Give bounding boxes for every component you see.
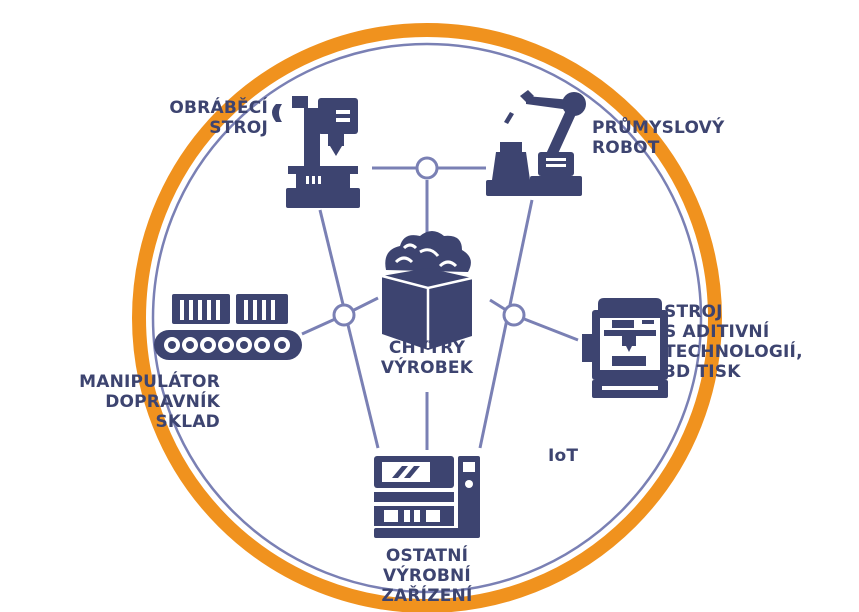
other-equipment-label: OSTATNÍ VÝROBNÍ ZAŘÍZENÍ [357,546,497,606]
printer-label-line-3: TECHNOLOGIÍ, [664,342,803,362]
conveyor-label-line-3: SKLAD [155,412,220,432]
conveyor-label-line-2: DOPRAVNÍK [105,392,220,412]
brain-box-icon [381,231,473,350]
printer-label-line-2: S ADITIVNÍ [664,322,770,342]
junction-nodes [332,156,526,327]
conveyor-label: MANIPULÁTOR DOPRAVNÍK SKLAD [50,372,220,432]
conveyor-icon [154,294,302,360]
iot-ring [132,23,722,612]
robot-label-line-1: PRŮMYSLOVÝ [592,118,725,138]
other-equipment-label-line-1: OSTATNÍ [385,546,469,566]
machine-tool-label-line-2: STROJ [209,118,268,138]
smart-product-label: CHYTRÝ VÝROBEK [357,338,497,378]
smart-product-label-line-1: CHYTRÝ [388,338,466,358]
robot-label-line-2: ROBOT [592,138,660,158]
smart-product-label-line-2: VÝROBEK [380,358,474,378]
other-equipment-label-line-3: ZAŘÍZENÍ [381,586,473,606]
printer-label-line-4: 3D TISK [664,362,741,382]
machine-tool-label-line-1: OBRÁBĚCÍ [169,98,268,118]
industrial-robot-icon [486,90,586,196]
milling-machine-icon [272,96,360,208]
printer-label-line-1: STROJ [664,302,723,322]
machine-tool-label: OBRÁBĚCÍ STROJ [150,98,268,138]
iot-label: IoT [548,446,578,466]
production-equipment-icon [374,456,480,538]
printer-label: STROJ S ADITIVNÍ TECHNOLOGIÍ, 3D TISK [664,302,803,382]
conveyor-label-line-1: MANIPULÁTOR [79,372,220,392]
iot-label-text: IoT [548,446,579,466]
robot-label: PRŮMYSLOVÝ ROBOT [592,118,725,158]
3d-printer-icon [582,298,668,398]
other-equipment-label-line-2: VÝROBNÍ [383,566,471,586]
